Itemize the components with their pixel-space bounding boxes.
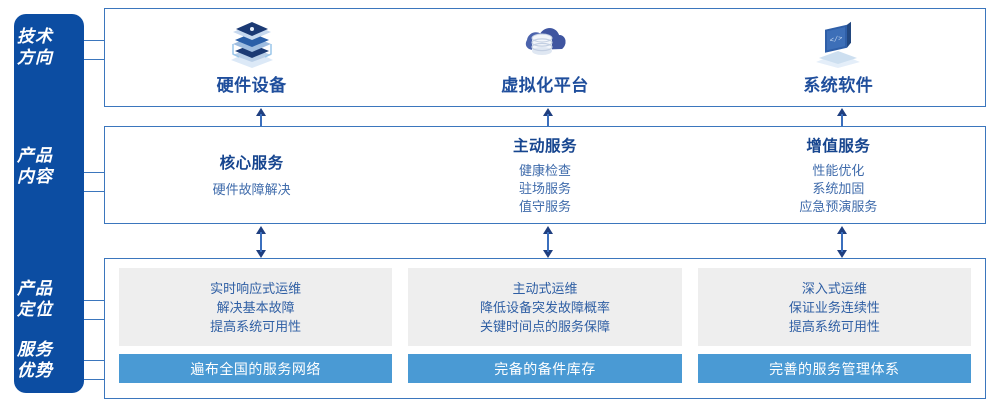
rail-label-tech-direction: 技术 方向 — [17, 27, 53, 67]
laptop-code-icon: </> — [808, 19, 868, 69]
content-item: 系统加固 — [812, 181, 865, 196]
position-box-proactive[interactable]: 主动式运维 降低设备突发故障概率 关键时间点的服务保障 — [408, 268, 682, 346]
arrow-up-hardware — [254, 108, 268, 131]
connector-stub-tech-top — [84, 40, 106, 41]
position-line: 关键时间点的服务保障 — [479, 318, 610, 334]
connector-stub-content-top — [84, 172, 106, 173]
position-box-row: 实时响应式运维 解决基本故障 提高系统可用性 主动式运维 降低设备突发故障概率 … — [119, 268, 971, 346]
tech-title-virtualization: 虚拟化平台 — [501, 76, 589, 95]
arrow-up-virtualization — [541, 108, 555, 131]
arrow-up-system-software — [835, 108, 849, 131]
rail-label-service-advantage: 服务 优势 — [17, 340, 53, 380]
advantage-bar-row: 遍布全国的服务网络 完备的备件库存 完善的服务管理体系 — [119, 354, 971, 383]
position-box-realtime[interactable]: 实时响应式运维 解决基本故障 提高系统可用性 — [119, 268, 393, 346]
tech-column-system-software[interactable]: </> 系统软件 — [692, 9, 985, 106]
tech-column-hardware[interactable]: 硬件设备 — [105, 9, 398, 106]
advantage-bar-management-system[interactable]: 完善的服务管理体系 — [697, 354, 971, 383]
content-column-value-added-service[interactable]: 增值服务 性能优化 系统加固 应急预演服务 — [692, 127, 985, 223]
content-item: 健康检查 — [518, 163, 571, 178]
content-column-core-service[interactable]: 核心服务 硬件故障解决 — [105, 127, 398, 223]
position-line: 主动式运维 — [512, 280, 578, 296]
arrow-double-system-software — [835, 226, 849, 263]
cloud-database-icon — [515, 19, 575, 69]
arrow-double-virtualization — [541, 226, 555, 263]
content-item: 性能优化 — [812, 163, 865, 178]
position-line: 解决基本故障 — [216, 299, 295, 315]
rail-label-product-position: 产品 定位 — [17, 279, 53, 319]
arrow-double-hardware — [254, 226, 268, 263]
content-title-proactive-service: 主动服务 — [512, 138, 577, 155]
category-rail — [14, 14, 84, 393]
svg-text:</>: </> — [830, 35, 843, 46]
panel-position-and-advantage: 实时响应式运维 解决基本故障 提高系统可用性 主动式运维 降低设备突发故障概率 … — [104, 258, 986, 399]
tech-column-virtualization[interactable]: 虚拟化平台 — [398, 9, 691, 106]
panel-tech-direction: 硬件设备 虚拟化平台 — [104, 8, 986, 107]
position-line: 深入式运维 — [801, 280, 867, 296]
tech-title-system-software: 系统软件 — [803, 76, 874, 95]
tech-title-hardware: 硬件设备 — [216, 76, 287, 95]
stacked-server-icon — [222, 19, 282, 69]
connector-stub-tech-bottom — [84, 59, 106, 60]
panel-product-content: 核心服务 硬件故障解决 主动服务 健康检查 驻场服务 值守服务 增值服务 性能优… — [104, 126, 986, 224]
rail-label-product-content: 产品 内容 — [17, 146, 53, 186]
position-line: 降低设备突发故障概率 — [479, 299, 610, 315]
connector-stub-content-bottom — [84, 191, 106, 192]
content-item: 应急预演服务 — [799, 199, 878, 214]
content-title-core-service: 核心服务 — [219, 155, 284, 172]
advantage-bar-service-network[interactable]: 遍布全国的服务网络 — [119, 354, 393, 383]
content-title-value-added-service: 增值服务 — [806, 138, 871, 155]
connector-stub-position-top — [84, 300, 106, 301]
connector-stub-advantage-top — [84, 360, 106, 361]
advantage-bar-spare-parts[interactable]: 完备的备件库存 — [408, 354, 682, 383]
connector-stub-advantage-bottom — [84, 379, 106, 380]
content-column-proactive-service[interactable]: 主动服务 健康检查 驻场服务 值守服务 — [398, 127, 691, 223]
position-line: 提高系统可用性 — [788, 318, 880, 334]
content-item: 硬件故障解决 — [212, 182, 291, 197]
position-line: 实时响应式运维 — [210, 280, 302, 296]
position-box-deep[interactable]: 深入式运维 保证业务连续性 提高系统可用性 — [697, 268, 971, 346]
content-item: 值守服务 — [518, 199, 571, 214]
content-item: 驻场服务 — [518, 181, 571, 196]
position-line: 保证业务连续性 — [788, 299, 880, 315]
connector-stub-position-bottom — [84, 319, 106, 320]
position-line: 提高系统可用性 — [210, 318, 302, 334]
